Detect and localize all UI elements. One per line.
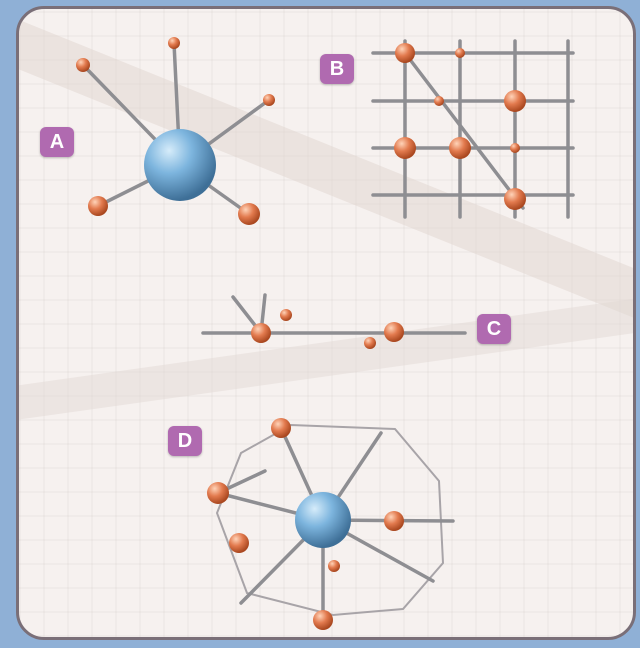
label-a-badge: A [40, 127, 74, 157]
small-atom [229, 533, 249, 553]
small-atom [455, 48, 465, 58]
small-atom [328, 560, 340, 572]
diagram-b-grid [371, 39, 575, 219]
small-atom [76, 58, 90, 72]
small-atom [504, 188, 526, 210]
label-d: D [177, 429, 193, 452]
diagram-c-bonds [201, 293, 467, 335]
small-atom [449, 137, 471, 159]
label-c-badge: C [477, 314, 511, 344]
small-atom [364, 337, 376, 349]
small-atom [88, 196, 108, 216]
small-atom [271, 418, 291, 438]
label-b-badge: B [320, 54, 354, 84]
diagram-a [76, 37, 275, 225]
small-atom [434, 96, 444, 106]
diagram-canvas [76, 37, 575, 630]
small-atom [251, 323, 271, 343]
label-d-badge: D [168, 426, 202, 456]
small-atom [384, 322, 404, 342]
small-atom [263, 94, 275, 106]
small-atom [394, 137, 416, 159]
large-atom [295, 492, 351, 548]
small-atom [384, 511, 404, 531]
label-c: C [486, 317, 502, 340]
large-atom [144, 129, 216, 201]
coordination-outline [215, 423, 445, 617]
diagram-panel [16, 6, 636, 640]
label-a: A [49, 130, 65, 153]
diagram-d [207, 418, 455, 630]
small-atom [395, 43, 415, 63]
small-atom [313, 610, 333, 630]
diagram-b [371, 39, 575, 219]
small-atom [504, 90, 526, 112]
label-b: B [329, 57, 345, 80]
small-atom [238, 203, 260, 225]
diagonal-line [403, 51, 525, 210]
small-atom [510, 143, 520, 153]
small-atom [280, 309, 292, 321]
small-atom [207, 482, 229, 504]
diagram-c [201, 293, 467, 349]
small-atom [168, 37, 180, 49]
